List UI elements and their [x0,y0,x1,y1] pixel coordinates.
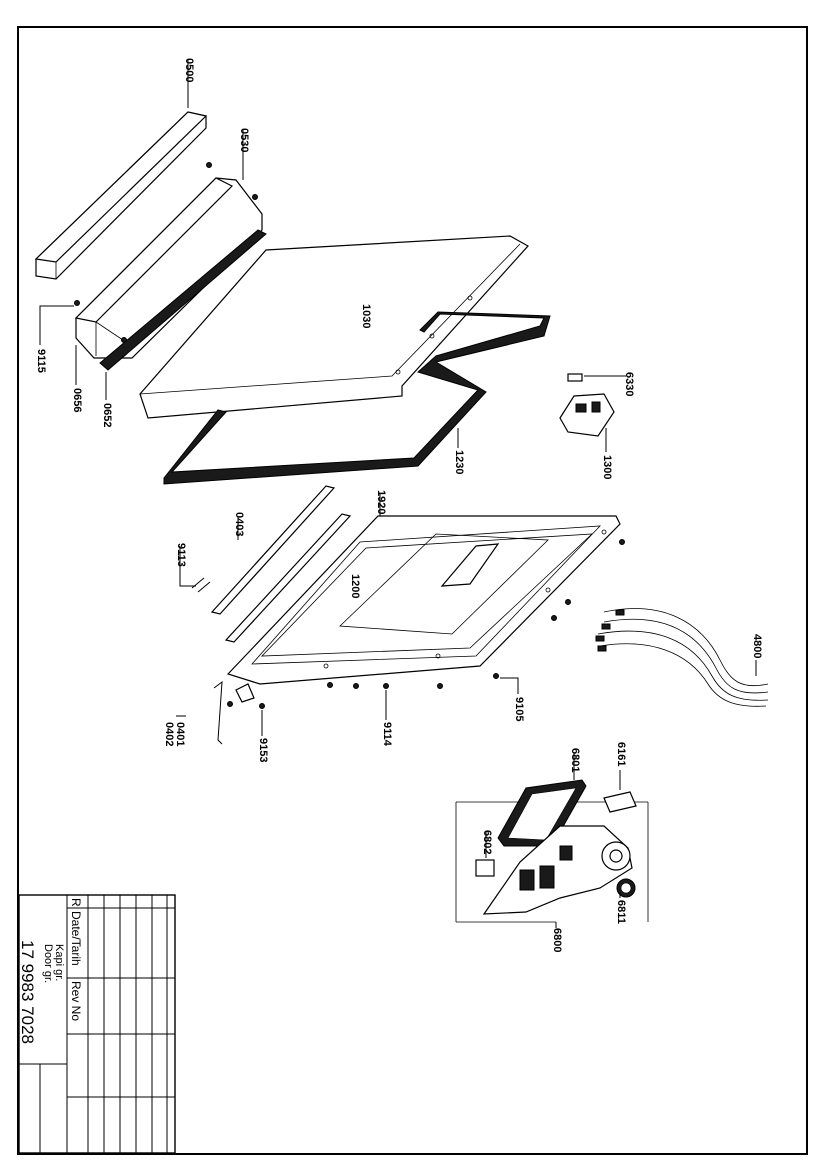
part-0530-control-panel [74,177,263,359]
sheet-border [17,26,808,1155]
part-0500-top-trim [34,111,208,280]
part-1200-inner-door [226,515,621,685]
label-6811: 6811 [615,900,627,924]
label-0652: 0652 [101,403,113,427]
label-4800: 4800 [751,634,763,658]
screw-icon [353,683,359,689]
part-1300-door-lock [559,373,615,437]
part-0652-strip [99,229,267,371]
leader-9105 [500,677,519,694]
part-0401-hinge [213,680,255,745]
leader-9115 [39,305,74,345]
label-6330: 6330 [623,372,635,396]
screw-icon [252,194,258,200]
screw-icon [565,599,571,605]
screw-icon [197,581,211,593]
title-name-en: Door gr. [42,944,54,983]
label-9113: 9113 [175,543,187,567]
title-name-tr: Kapi gr. [53,944,65,981]
label-1920: 1920 [375,490,387,514]
title-col-rev: Rev No [69,981,83,1021]
title-col-date: Date/Tarih [69,911,83,966]
label-1230: 1230 [453,450,465,474]
label-6800: 6800 [551,928,563,952]
screw-icon [327,682,333,688]
label-0656: 0656 [71,388,83,412]
screw-icon [493,673,499,679]
label-0500: 0500 [183,58,195,82]
label-0402: 0402 [163,722,175,746]
part-1920-strip [224,513,352,643]
label-0530: 0530 [238,128,250,152]
label-9105: 9105 [513,697,525,721]
label-6802: 6802 [481,830,493,854]
part-1230-gasket [163,311,551,485]
label-9115: 9115 [35,349,47,373]
label-0401: 0401 [174,722,186,746]
document-number: 17 9983 7028 [18,940,37,1044]
label-0403: 0403 [233,512,245,536]
label-1030: 1030 [360,304,372,328]
screw-icon [437,683,443,689]
label-1200: 1200 [349,574,361,598]
screw-icon [74,300,80,306]
part-1030-outer-door [139,235,529,419]
screw-icon [206,162,212,168]
label-6161: 6161 [615,742,627,766]
screw-icon [619,539,625,545]
label-1300: 1300 [601,455,613,479]
screw-icon [227,701,233,707]
part-0403-strip [210,485,336,615]
screw-icon [383,683,389,689]
screw-icon [191,577,205,589]
title-col-r: R [69,898,83,907]
label-9114: 9114 [381,722,393,747]
label-6801: 6801 [569,748,581,772]
leader-9113 [179,546,196,587]
label-9153: 9153 [257,738,269,762]
part-6800-dispenser-group [455,779,649,923]
screw-icon [259,703,265,709]
title-block: R Date/Tarih Rev No Kapi gr. Door gr. 17… [18,894,176,1154]
part-4800-wiring-harness [595,608,769,707]
screw-icon [551,615,557,621]
